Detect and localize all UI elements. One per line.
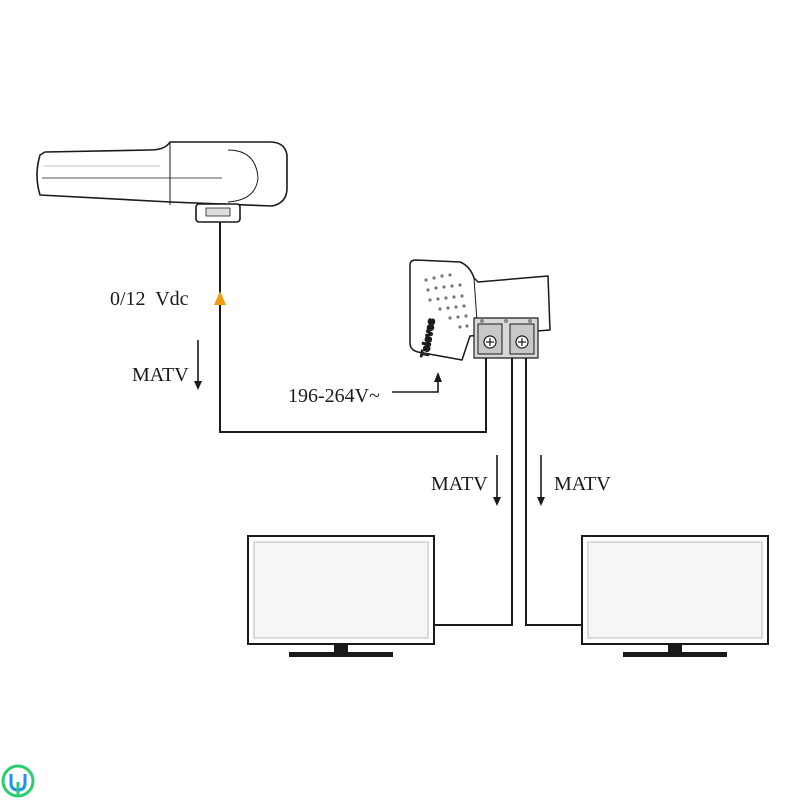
power-supply-icon: Televes — [409, 259, 551, 361]
matv-antenna-label: MATV — [132, 364, 189, 386]
matv-right-label: MATV — [554, 473, 611, 495]
left-tv-cable — [434, 358, 513, 626]
right-tv-cable — [525, 358, 582, 626]
cables — [219, 222, 582, 626]
logo-icon — [1, 764, 35, 798]
tv-icon — [247, 535, 435, 657]
mains-arrowhead — [434, 372, 442, 382]
connector-left-screw — [483, 335, 497, 349]
power-direction-arrow — [214, 291, 226, 305]
mains-voltage-label: 196-264V~ — [288, 385, 380, 407]
connector-right-screw — [515, 335, 529, 349]
mains-line — [392, 380, 439, 393]
matv-left-label: MATV — [431, 473, 488, 495]
antenna-cable — [219, 222, 487, 433]
antenna-icon — [36, 141, 288, 223]
voltage-label: 0/12 Vdc — [110, 288, 189, 310]
tv-icon — [581, 535, 769, 657]
matv-arrows — [194, 340, 545, 506]
